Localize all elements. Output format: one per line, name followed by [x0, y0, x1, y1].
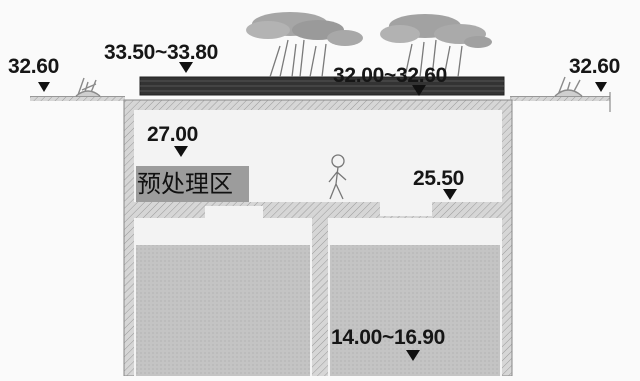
- label-roof-right: 32.00~32.60: [333, 64, 448, 87]
- label-ceiling: 27.00: [147, 123, 199, 146]
- label-roof-left: 33.50~33.80: [104, 41, 219, 64]
- marker-roof-right: [412, 85, 426, 96]
- tank-water: [136, 245, 500, 376]
- floor-slab: [134, 200, 502, 376]
- ground-left: [30, 96, 125, 101]
- marker-right-ground: [595, 82, 607, 92]
- zone-pretreatment-label: 预处理区: [136, 166, 249, 202]
- shrub-left-icon: [75, 77, 101, 97]
- shrub-right-icon: [554, 76, 583, 97]
- tree-group-left-icon: [246, 12, 363, 78]
- label-left-ground: 32.60: [8, 55, 60, 78]
- tree-group-right-icon: [380, 14, 492, 78]
- marker-ceiling: [174, 146, 188, 157]
- ground-right: [510, 92, 611, 112]
- marker-roof-left: [179, 62, 193, 73]
- label-bottom: 14.00~16.90: [331, 326, 446, 349]
- person-icon: [328, 154, 347, 200]
- marker-bottom: [406, 350, 420, 361]
- label-right-ground: 32.60: [569, 55, 621, 78]
- marker-floor: [443, 189, 457, 200]
- marker-left-ground: [38, 82, 50, 92]
- label-floor: 25.50: [413, 167, 465, 190]
